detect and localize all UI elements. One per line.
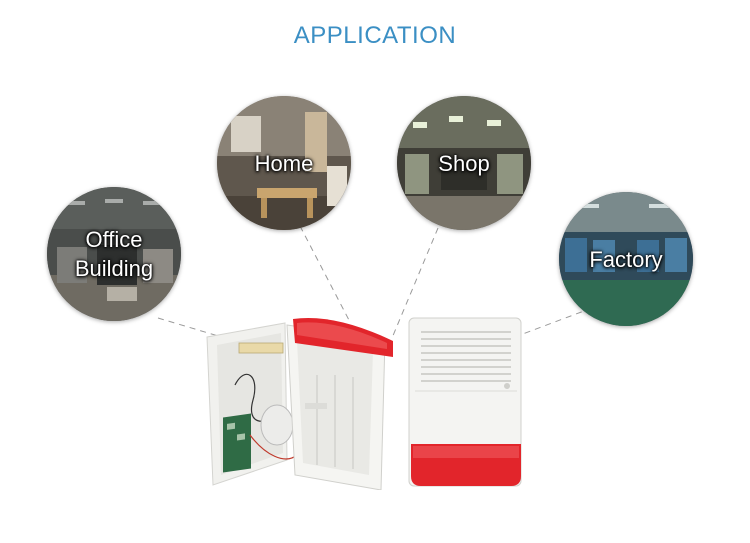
home-label: Home [217, 96, 351, 230]
connector-office [157, 317, 226, 339]
shop-label-text: Shop [438, 150, 490, 176]
home-label-text: Home [254, 150, 314, 176]
shop-label: Shop [397, 96, 531, 230]
office-building-label: Office Building [47, 187, 181, 321]
siren-open-housing-icon [206, 317, 393, 490]
connector-shop [391, 227, 439, 339]
factory-floor-photo-icon [559, 192, 693, 326]
connector-home [299, 225, 351, 323]
factory-bubble: Factory [559, 192, 693, 326]
office-label-line2: Building [74, 256, 154, 281]
office-building-photo-icon [47, 187, 181, 321]
office-building-bubble: Office Building [47, 187, 181, 321]
home-interior-photo-icon [217, 96, 351, 230]
home-bubble: Home [217, 96, 351, 230]
office-label-line1: Office [85, 227, 143, 252]
page-title: APPLICATION [293, 22, 457, 49]
shop-interior-photo-icon [397, 96, 531, 230]
factory-label: Factory [559, 192, 693, 326]
siren-closed-housing-icon [408, 317, 522, 487]
factory-label-text: Factory [589, 246, 663, 272]
shop-bubble: Shop [397, 96, 531, 230]
